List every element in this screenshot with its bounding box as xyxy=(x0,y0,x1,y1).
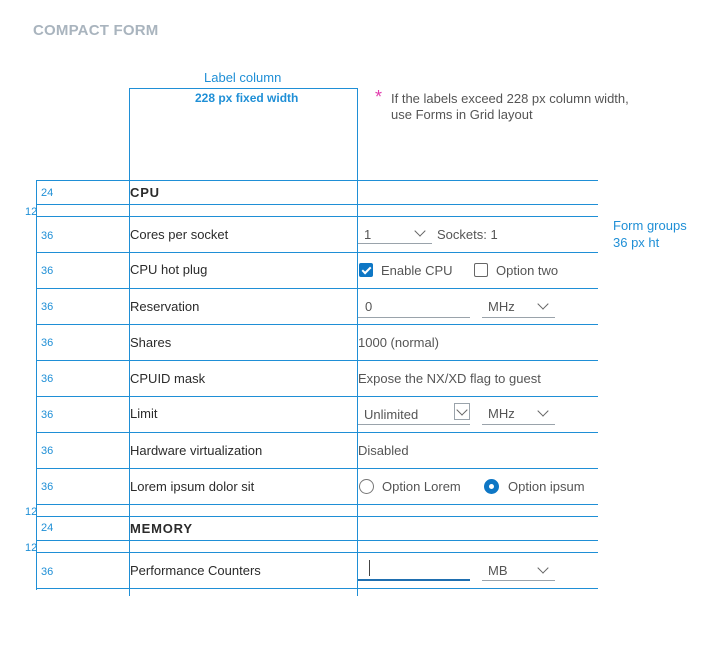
option-two-label: Option two xyxy=(496,263,559,278)
performance-unit-value: MB xyxy=(488,563,508,578)
chevron-down-icon xyxy=(537,562,549,574)
row-divider xyxy=(36,540,598,541)
label-column-right-guide xyxy=(357,88,358,596)
chevron-down-icon xyxy=(456,404,468,416)
row-height: 36 xyxy=(41,230,54,242)
reservation-input[interactable]: 0 xyxy=(358,294,470,318)
row-divider xyxy=(36,360,598,361)
row-height: 24 xyxy=(41,187,54,199)
chevron-down-icon xyxy=(414,225,426,237)
row-height: 36 xyxy=(41,566,54,578)
label-column-left-guide xyxy=(129,88,130,596)
hardware-virtualization-value: Disabled xyxy=(358,443,409,458)
reservation-unit-select[interactable]: MHz xyxy=(482,294,555,318)
section-header-memory: MEMORY xyxy=(130,521,193,536)
width-note-line1: If the labels exceed 228 px column width… xyxy=(391,91,629,106)
performance-unit-select[interactable]: MB xyxy=(482,557,555,581)
field-label-hardware-virtualization: Hardware virtualization xyxy=(130,443,263,458)
row-divider xyxy=(36,204,598,205)
limit-dropdown-button[interactable] xyxy=(454,403,470,420)
option-lorem-label: Option Lorem xyxy=(382,479,461,494)
field-label-limit: Limit xyxy=(130,406,158,421)
row-height: 36 xyxy=(41,445,54,457)
row-index-guide xyxy=(36,180,37,590)
row-divider xyxy=(36,252,598,253)
option-ipsum-radio[interactable] xyxy=(484,479,499,494)
row-divider xyxy=(36,516,598,517)
width-note-line2: use Forms in Grid layout xyxy=(391,107,533,122)
option-two-checkbox[interactable] xyxy=(474,263,488,277)
gap-height: 12 xyxy=(25,542,38,554)
row-divider xyxy=(36,180,598,181)
cores-per-socket-select[interactable]: 1 xyxy=(358,222,432,244)
sockets-text: Sockets: 1 xyxy=(437,227,498,242)
row-height: 36 xyxy=(41,301,54,313)
row-divider xyxy=(36,396,598,397)
section-header-cpu: CPU xyxy=(130,185,160,200)
field-label-lorem-ipsum: Lorem ipsum dolor sit xyxy=(130,479,255,494)
page-title: COMPACT FORM xyxy=(33,22,159,39)
reservation-unit-value: MHz xyxy=(488,299,515,314)
limit-combobox-value: Unlimited xyxy=(364,407,419,422)
field-label-cores-per-socket: Cores per socket xyxy=(130,227,229,242)
row-divider xyxy=(36,588,598,589)
reservation-input-value: 0 xyxy=(365,299,373,314)
row-divider xyxy=(36,432,598,433)
performance-unit-underline xyxy=(482,580,555,581)
form-groups-line2: 36 px ht xyxy=(613,235,660,250)
row-height: 36 xyxy=(41,337,54,349)
label-width-annotation: 228 px fixed width xyxy=(195,91,299,105)
field-label-performance-counters: Performance Counters xyxy=(130,563,261,578)
chevron-down-icon xyxy=(537,405,549,417)
performance-input-underline xyxy=(358,579,470,581)
row-divider xyxy=(36,288,598,289)
performance-counters-input[interactable] xyxy=(358,557,470,581)
enable-cpu-label: Enable CPU xyxy=(381,263,453,278)
limit-combobox-underline xyxy=(358,424,470,425)
row-divider xyxy=(36,216,598,217)
form-groups-line1: Form groups xyxy=(613,218,687,233)
asterisk-icon: * xyxy=(375,87,383,107)
row-height: 36 xyxy=(41,481,54,493)
row-height: 36 xyxy=(41,265,54,277)
field-label-reservation: Reservation xyxy=(130,299,200,314)
row-divider xyxy=(36,552,598,553)
field-label-cpuid-mask: CPUID mask xyxy=(130,371,206,386)
enable-cpu-checkbox[interactable] xyxy=(359,263,373,277)
text-caret xyxy=(369,560,370,576)
row-height: 36 xyxy=(41,373,54,385)
cores-select-underline xyxy=(358,243,432,244)
limit-unit-value: MHz xyxy=(488,406,515,421)
option-ipsum-label: Option ipsum xyxy=(508,479,585,494)
chevron-down-icon xyxy=(537,298,549,310)
label-column-annotation: Label column xyxy=(204,70,282,85)
limit-unit-underline xyxy=(482,424,555,425)
row-divider xyxy=(36,468,598,469)
option-lorem-radio[interactable] xyxy=(359,479,374,494)
shares-value: 1000 (normal) xyxy=(358,335,439,350)
limit-combobox[interactable]: Unlimited xyxy=(358,401,470,425)
gap-height: 12 xyxy=(25,206,38,218)
cores-select-value: 1 xyxy=(364,227,372,242)
row-height: 36 xyxy=(41,409,54,421)
row-divider xyxy=(36,504,598,505)
label-column-top-guide xyxy=(129,88,358,89)
limit-unit-select[interactable]: MHz xyxy=(482,401,555,425)
reservation-input-underline xyxy=(358,317,470,318)
field-label-cpu-hot-plug: CPU hot plug xyxy=(130,262,208,277)
row-height: 24 xyxy=(41,522,54,534)
gap-height: 12 xyxy=(25,506,38,518)
field-label-shares: Shares xyxy=(130,335,172,350)
form-groups-annotation: Form groups 36 px ht xyxy=(613,217,687,251)
row-divider xyxy=(36,324,598,325)
cpuid-mask-value: Expose the NX/XD flag to guest xyxy=(358,371,541,386)
width-note: If the labels exceed 228 px column width… xyxy=(391,91,629,123)
reservation-unit-underline xyxy=(482,317,555,318)
